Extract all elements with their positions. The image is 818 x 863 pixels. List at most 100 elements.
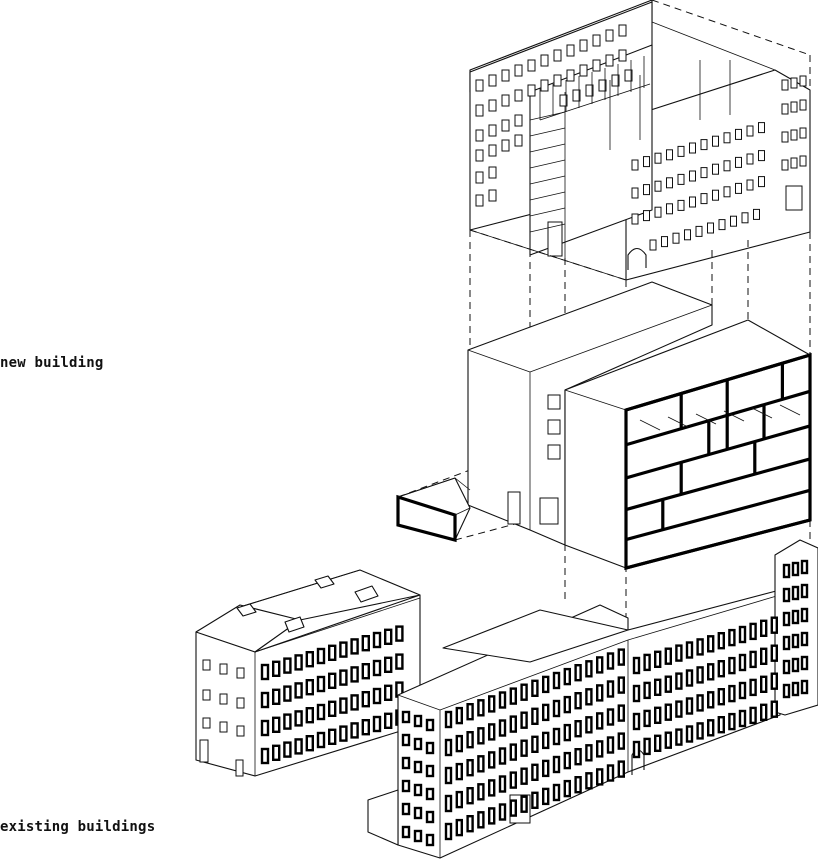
window xyxy=(328,700,337,717)
window xyxy=(455,706,463,725)
room-diagonal xyxy=(639,419,661,431)
window xyxy=(531,707,539,725)
facade-window xyxy=(572,89,581,102)
skylight-edge xyxy=(539,83,651,121)
facade-windows-right xyxy=(631,75,807,251)
window xyxy=(585,688,593,706)
window xyxy=(328,728,337,745)
window xyxy=(800,583,809,599)
facade-window xyxy=(666,203,673,215)
window xyxy=(738,681,747,700)
window xyxy=(305,735,314,752)
window xyxy=(455,818,463,837)
facade-window xyxy=(566,44,575,57)
facade-window xyxy=(488,189,497,202)
facade-window xyxy=(654,152,662,164)
facade-window xyxy=(735,128,742,140)
window xyxy=(707,691,715,709)
window xyxy=(782,635,791,651)
stair-line xyxy=(529,223,566,233)
facade-window xyxy=(746,125,754,137)
facade-window xyxy=(684,229,691,241)
window xyxy=(350,666,359,683)
window xyxy=(444,822,453,841)
facade-window xyxy=(677,145,685,157)
window xyxy=(574,692,582,710)
window xyxy=(800,607,809,623)
window xyxy=(606,708,615,726)
window xyxy=(782,611,791,627)
window xyxy=(260,691,270,709)
window xyxy=(696,638,704,656)
facade-window xyxy=(707,222,714,234)
window xyxy=(632,712,641,731)
section-floor xyxy=(625,389,811,447)
window xyxy=(760,647,768,665)
facade-door xyxy=(785,185,803,211)
window xyxy=(707,663,715,681)
facade-window xyxy=(649,239,657,251)
facade-window xyxy=(579,64,588,77)
window xyxy=(800,631,809,647)
window xyxy=(770,672,778,690)
window xyxy=(632,740,641,759)
window xyxy=(675,728,683,746)
window xyxy=(664,647,672,665)
window xyxy=(488,723,496,741)
new-building-volume xyxy=(396,281,812,571)
window xyxy=(563,695,571,714)
facade-window xyxy=(712,189,719,201)
window xyxy=(791,681,800,697)
window xyxy=(654,734,662,752)
window xyxy=(361,663,370,680)
window xyxy=(782,587,791,603)
window xyxy=(596,712,604,730)
facade-skylight xyxy=(539,56,651,121)
window xyxy=(272,716,281,733)
facade-window xyxy=(514,64,523,77)
window xyxy=(574,748,582,766)
window xyxy=(770,616,778,634)
facade-window xyxy=(799,155,807,167)
window xyxy=(455,790,463,809)
facade-window xyxy=(689,142,696,154)
window xyxy=(401,710,411,724)
section-floor-grid xyxy=(625,353,811,570)
section-floor xyxy=(625,488,811,542)
facade-window xyxy=(488,144,497,157)
facade-window xyxy=(718,219,726,231)
window xyxy=(738,709,747,728)
facade-window xyxy=(758,122,765,134)
window xyxy=(617,676,625,694)
window xyxy=(596,740,604,758)
facade-window xyxy=(643,210,650,222)
window xyxy=(202,717,211,729)
window xyxy=(791,561,800,577)
window xyxy=(791,609,800,625)
window xyxy=(542,759,550,778)
window xyxy=(283,685,292,702)
right-building-rooftop xyxy=(442,609,629,663)
window xyxy=(384,684,393,701)
window xyxy=(574,776,582,794)
window xyxy=(664,703,672,721)
window xyxy=(749,678,757,697)
window xyxy=(717,660,725,678)
window xyxy=(488,779,496,797)
facade-window xyxy=(654,180,662,192)
window xyxy=(350,638,359,655)
window xyxy=(401,756,411,770)
window xyxy=(488,695,496,713)
window xyxy=(466,731,474,749)
facade-window xyxy=(661,236,668,248)
facade-window xyxy=(540,79,549,92)
facade-window xyxy=(553,49,562,62)
window xyxy=(283,741,292,758)
window xyxy=(685,697,694,715)
window xyxy=(791,633,800,649)
window xyxy=(401,779,411,793)
window xyxy=(236,697,245,709)
window xyxy=(283,713,292,730)
window xyxy=(509,799,517,817)
